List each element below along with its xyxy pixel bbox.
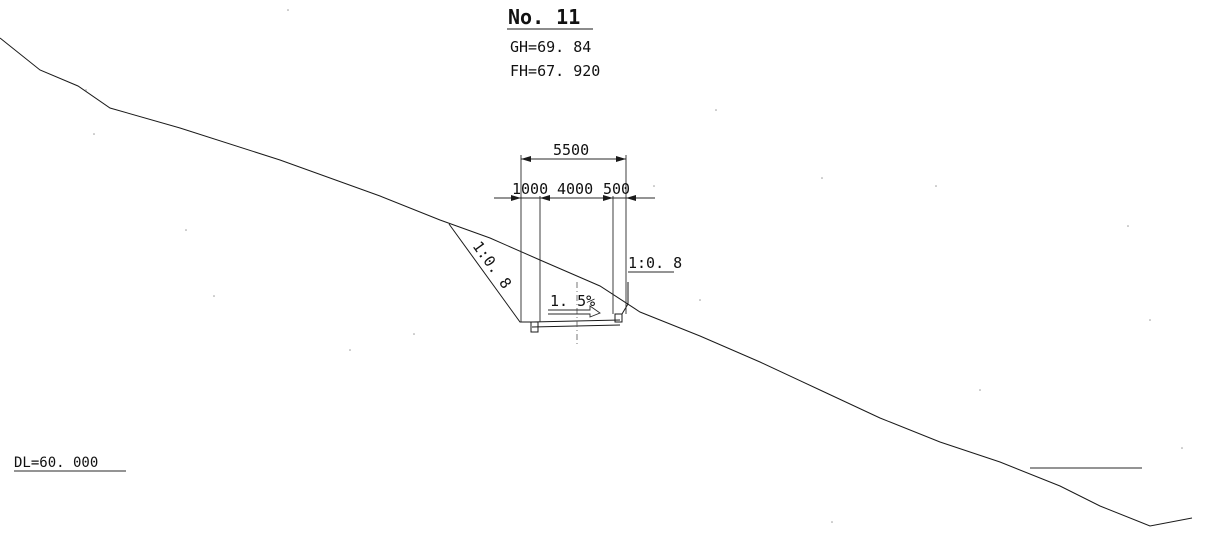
dimension-center-label: 4000 [557, 180, 593, 198]
arrow-icon [540, 195, 550, 201]
extension-lines [520, 155, 627, 322]
arrow-icon [626, 195, 636, 201]
formation-height-label: FH=67. 920 [510, 62, 600, 80]
dimension-parts: 1000 4000 500 [494, 180, 655, 201]
arrow-icon [603, 195, 613, 201]
crossfall-arrow-icon [548, 305, 601, 318]
cut-slope-left [448, 223, 532, 323]
datum-label: DL=60. 000 [14, 455, 98, 471]
dimension-total-label: 5500 [553, 141, 589, 159]
arrow-right-icon [616, 156, 626, 162]
roadway-section [530, 282, 629, 333]
dimension-total: 5500 [521, 141, 626, 162]
slope-right-label: 1:0. 8 [628, 254, 682, 272]
roadway-base [531, 324, 621, 328]
arrow-left-icon [521, 156, 531, 162]
station-number: No. 11 [508, 5, 580, 29]
arrow-icon [511, 195, 521, 201]
cut-slope-right [621, 303, 629, 315]
dimension-right-label: 500 [603, 180, 630, 198]
dimension-left-label: 1000 [512, 180, 548, 198]
ground-height-label: GH=69. 84 [510, 38, 591, 56]
roadway-surface [531, 319, 621, 323]
ground-profile-line [0, 37, 1193, 527]
left-gutter [530, 321, 539, 333]
crossfall-label: 1. 5% [550, 292, 595, 310]
scan-artifacts [85, 9, 1183, 523]
right-gutter [614, 313, 623, 323]
